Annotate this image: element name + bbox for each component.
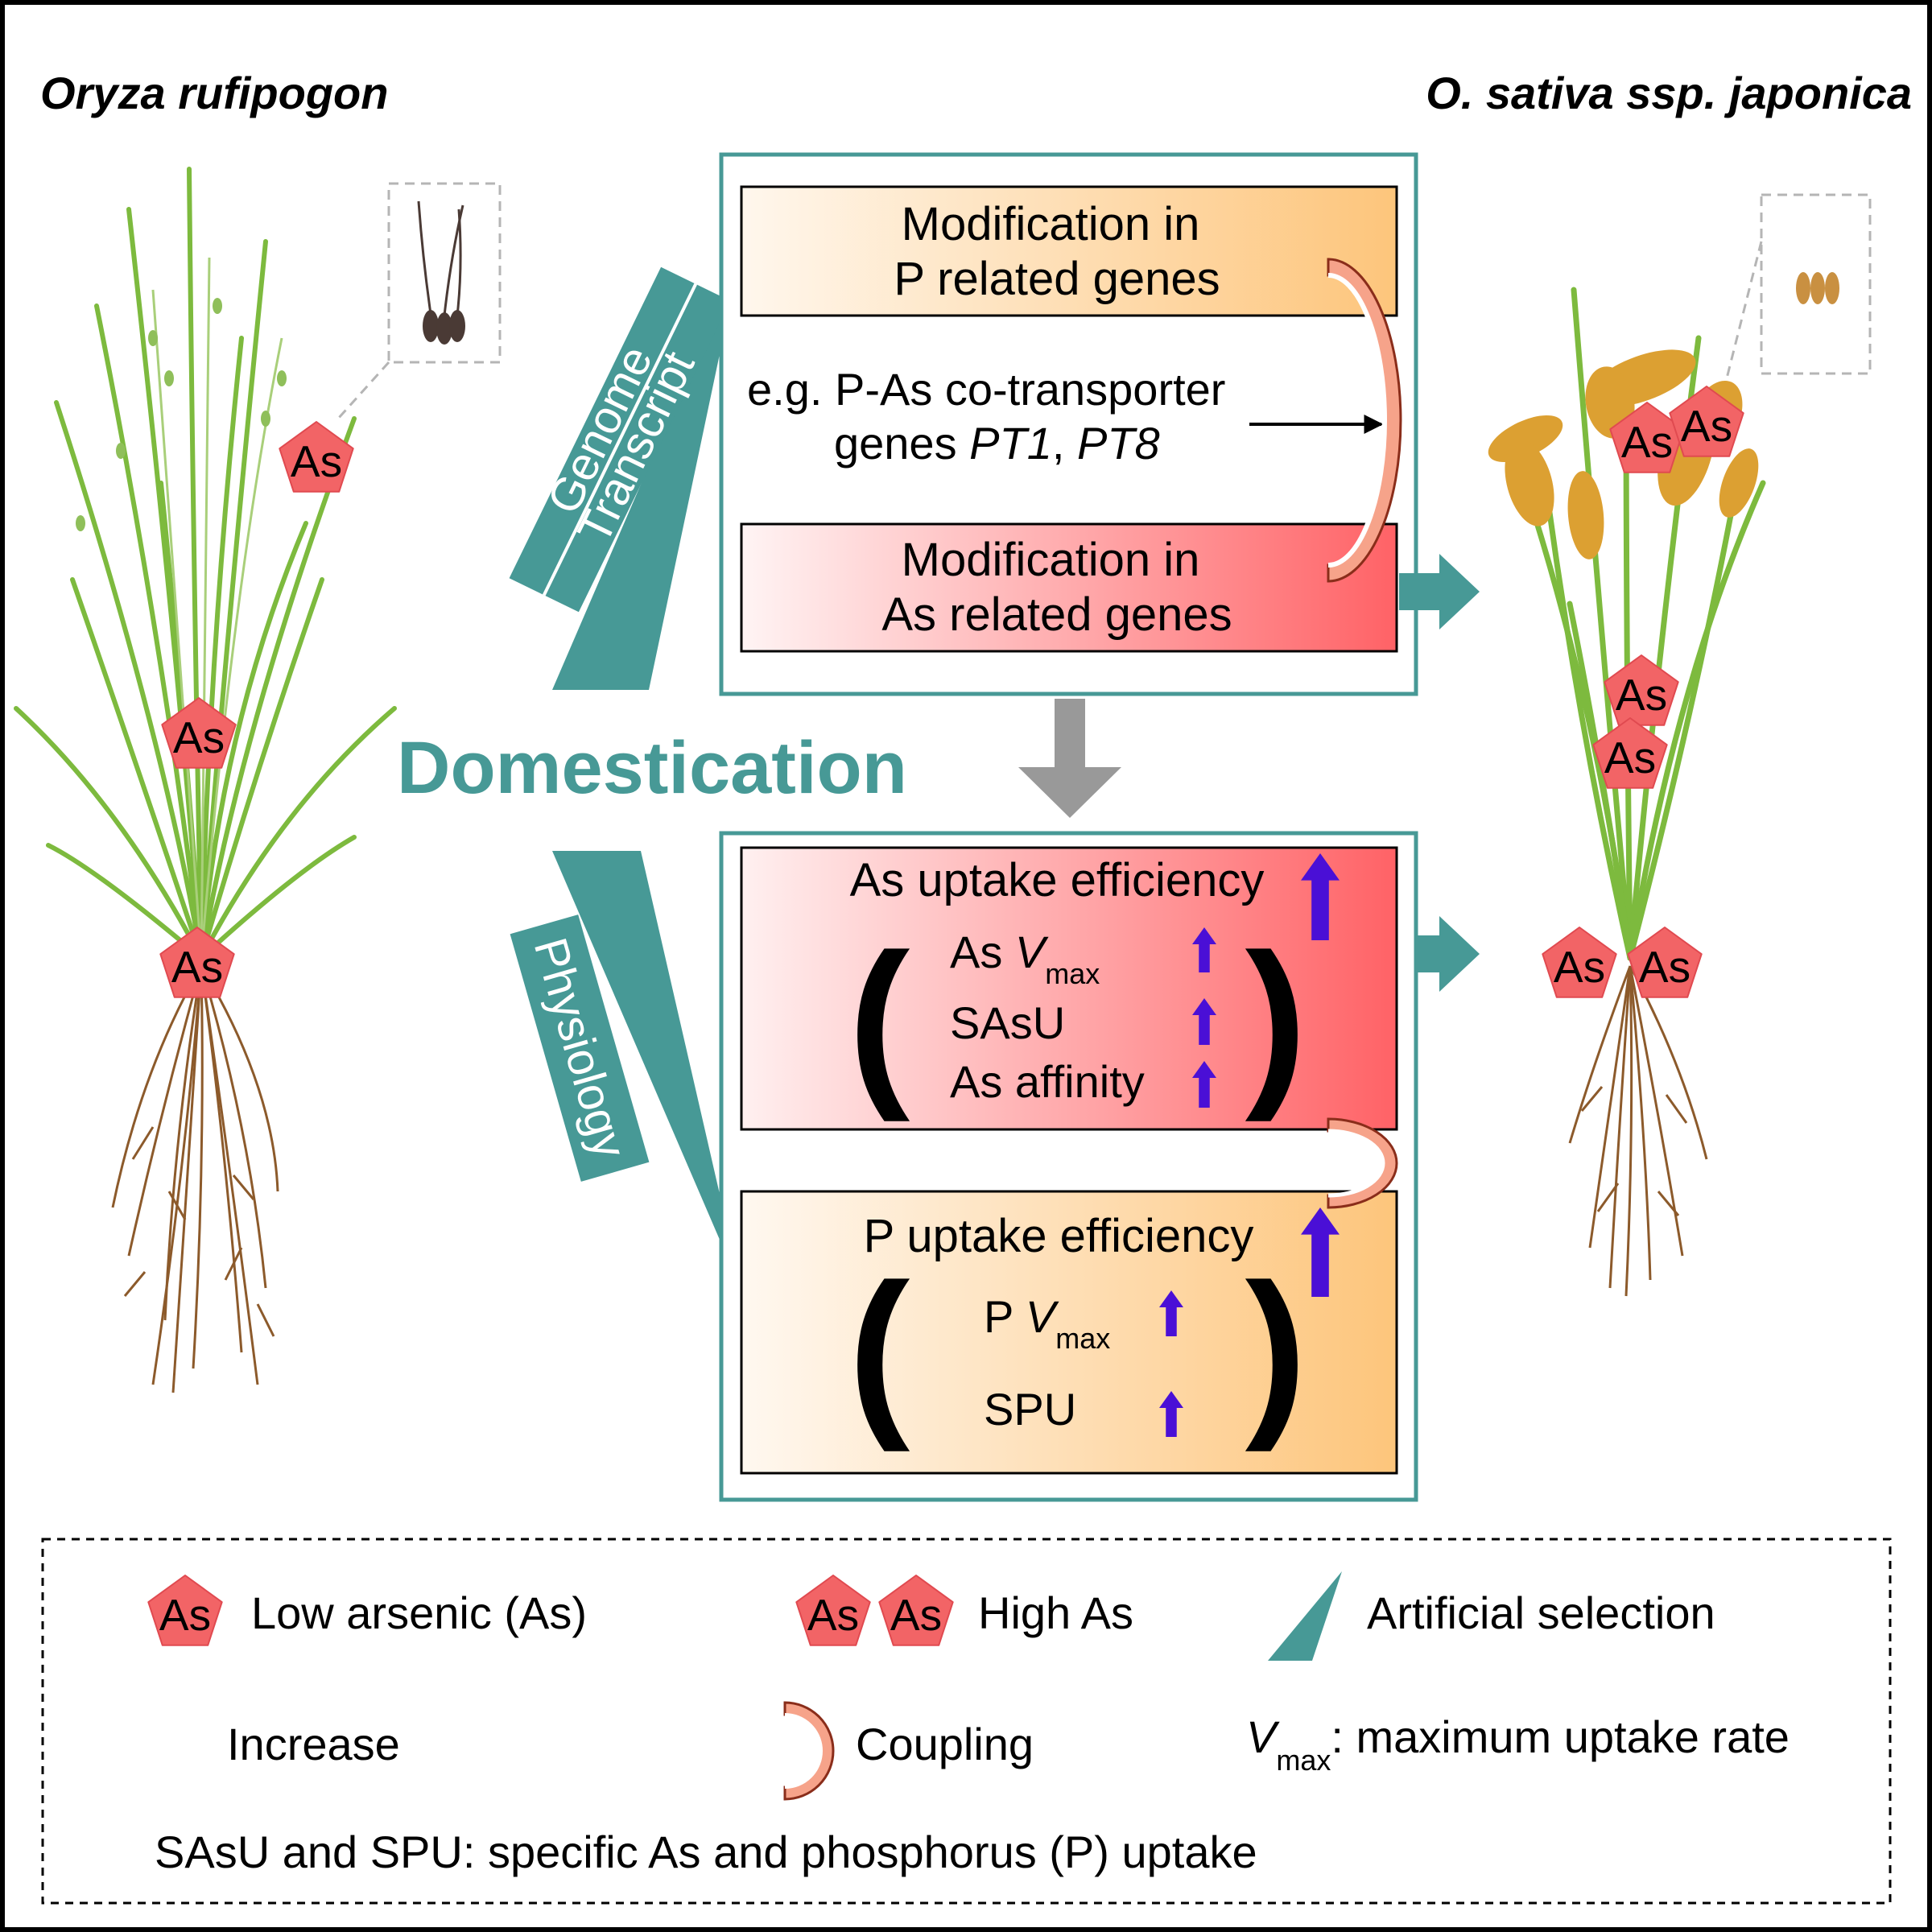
legend-low-as-badge: As — [147, 1575, 223, 1646]
legend: As As As Low arsenic (As) High As Artifici… — [41, 1538, 1892, 1905]
wild-grain-inset — [336, 182, 502, 420]
legend-high-as-text: High As — [978, 1587, 1133, 1638]
as-badge-cultivated-panicle-1: As — [1609, 402, 1685, 473]
wild-rice-plant — [14, 167, 397, 1393]
sasu-label: SAsU — [950, 997, 1065, 1048]
as-badge-cultivated-panicle-2: As — [1669, 386, 1744, 457]
as-badge-wild-shoot: As — [161, 697, 237, 769]
as-badge-wild-shoot-label: As — [173, 712, 225, 762]
legend-low-as-text: Low arsenic (As) — [251, 1587, 587, 1638]
genes-coupling-icon — [1327, 258, 1402, 583]
as-badge-cultivated-panicle-1-label: As — [1621, 417, 1673, 467]
p-genes-line1: Modification in — [902, 198, 1200, 250]
cultivated-grain-inset — [1725, 193, 1872, 379]
legend-coupling-icon — [783, 1701, 835, 1801]
genetic-modification-panel: Modification in P related genes e.g. P-A… — [719, 152, 1418, 696]
legend-high-as-badge-1-label: As — [807, 1590, 859, 1640]
p-uptake-title: P uptake efficiency — [864, 1210, 1254, 1262]
p-right-paren: ) — [1245, 1245, 1307, 1452]
legend-low-as-badge-label: As — [159, 1590, 211, 1640]
spu-label: SPU — [984, 1384, 1076, 1435]
as-badge-wild-panicle: As — [279, 421, 354, 493]
p-genes-line2: P related genes — [894, 253, 1220, 305]
legend-increase-text: Increase — [227, 1719, 400, 1769]
legend-coupling-text: Coupling — [856, 1719, 1034, 1769]
as-uptake-box — [740, 846, 1398, 1131]
as-badge-cultivated-root-2-label: As — [1639, 942, 1690, 992]
as-badge-cultivated-shoot-1-label: As — [1616, 670, 1667, 720]
as-badge-cultivated-shoot-2-label: As — [1604, 733, 1656, 782]
legend-specific-uptake-text: SAsU and SPU: specific As and phosphorus… — [155, 1827, 1257, 1877]
sasu-increase-arrow — [1192, 998, 1216, 1045]
p-left-paren: ( — [848, 1245, 910, 1452]
as-vmax-label: As Vmax — [950, 927, 1100, 990]
wild-grain-icon — [417, 200, 464, 316]
as-badge-wild-root-label: As — [171, 942, 223, 992]
grey-down-arrow — [1018, 699, 1121, 818]
as-left-paren: ( — [848, 915, 910, 1122]
as-badge-wild-panicle-label: As — [291, 436, 342, 486]
as-badge-wild-root: As — [159, 927, 235, 998]
teal-right-arrow-top — [1399, 554, 1480, 630]
as-badge-cultivated-panicle-2-label: As — [1681, 401, 1732, 451]
as-right-paren: ) — [1245, 915, 1307, 1122]
wild-rice-stems — [151, 257, 283, 959]
p-vmax-increase-arrow — [1159, 1290, 1183, 1336]
example-line2: genes PT1, PT8 — [834, 418, 1160, 469]
as-genes-line1: Modification in — [902, 534, 1200, 586]
wild-rice-roots — [111, 965, 279, 1393]
as-affinity-increase-arrow — [1192, 1061, 1216, 1108]
legend-artificial-selection-text: Artificial selection — [1367, 1587, 1715, 1638]
p-uptake-box — [740, 1190, 1398, 1475]
right-species-title: O. sativa ssp. japonica — [1426, 68, 1912, 118]
as-uptake-title: As uptake efficiency — [850, 854, 1265, 906]
p-uptake-increase-arrow — [1301, 1208, 1340, 1297]
as-badge-cultivated-root-1-label: As — [1554, 942, 1605, 992]
example-line1: e.g. P-As co-transporter — [747, 364, 1225, 415]
p-related-genes-box — [740, 185, 1398, 317]
legend-high-as-badge-2-label: As — [890, 1590, 942, 1640]
p-vmax-label: P Vmax — [984, 1291, 1110, 1355]
as-badge-cultivated-root-2: As — [1627, 927, 1703, 998]
cultivated-rice-leaves — [1510, 287, 1766, 961]
as-uptake-increase-arrow — [1301, 853, 1340, 940]
legend-frame — [41, 1538, 1892, 1905]
as-vmax-increase-arrow — [1192, 927, 1216, 972]
spu-increase-arrow — [1159, 1391, 1183, 1437]
cultivated-rice-roots — [1568, 965, 1708, 1297]
uptake-efficiency-panel: As uptake efficiency ( ) As Vmax SAsU As… — [719, 831, 1418, 1502]
domestication-label: Domestication — [397, 727, 907, 809]
teal-right-arrow-bottom — [1399, 916, 1480, 992]
legend-artificial-selection-icon — [1268, 1571, 1342, 1661]
as-affinity-label: As affinity — [950, 1056, 1145, 1107]
as-badge-cultivated-root-1: As — [1542, 927, 1617, 998]
cultivated-grain-icon — [1796, 272, 1839, 304]
as-genes-line2: As related genes — [881, 588, 1232, 641]
as-badge-cultivated-shoot-2: As — [1592, 717, 1668, 789]
legend-vmax-text: Vmax: maximum uptake rate — [1246, 1711, 1790, 1777]
legend-high-as-badge-1: As — [795, 1575, 871, 1646]
left-species-title: Oryza rufipogon — [40, 68, 388, 118]
legend-badges: As As As — [147, 1575, 954, 1646]
as-badge-cultivated-shoot-1: As — [1604, 654, 1679, 726]
legend-high-as-badge-2: As — [878, 1575, 954, 1646]
as-related-genes-box — [740, 522, 1398, 653]
uptake-coupling-icon — [1327, 1117, 1398, 1209]
